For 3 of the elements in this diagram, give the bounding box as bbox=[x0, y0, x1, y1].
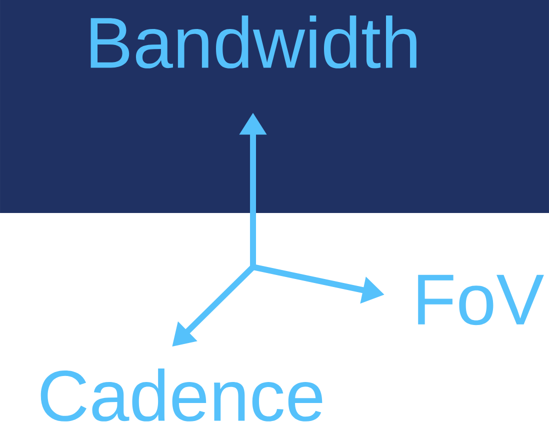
axis-label: FoV bbox=[418, 274, 544, 326]
axis-label: Bandwidth bbox=[90, 16, 416, 68]
axis-label: Cadence bbox=[40, 368, 322, 422]
